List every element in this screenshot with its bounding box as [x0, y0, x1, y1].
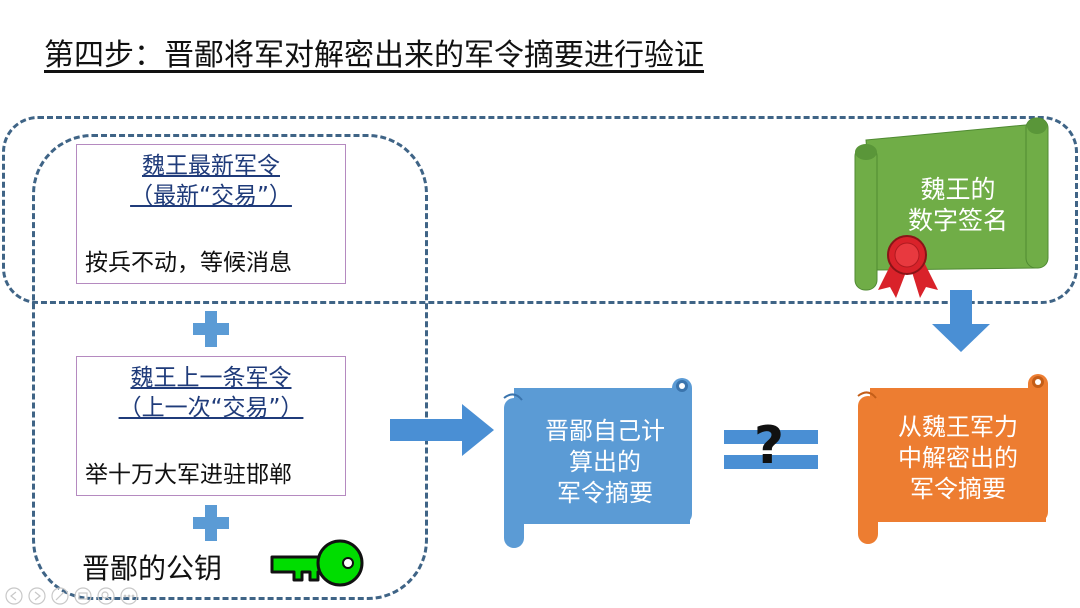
plus-icon [193, 311, 229, 347]
latest-order-box: 魏王最新军令 （最新“交易”） 按兵不动，等候消息 [76, 144, 346, 284]
signature-label: 魏王的 数字签名 [907, 175, 1008, 235]
question-mark: ? [753, 416, 785, 476]
page-title: 第四步：晋鄙将军对解密出来的军令摘要进行验证 [44, 38, 704, 73]
public-key-label: 晋鄙的公钥 [82, 552, 223, 585]
decrypted-digest-scroll-icon [857, 374, 1048, 544]
plus-icon [193, 505, 229, 541]
seal-ribbon-icon [878, 235, 938, 298]
previous-order-box: 魏王上一条军令 （上一次“交易”） 举十万大军进驻邯郸 [76, 356, 346, 496]
signature-group-frame [2, 116, 1078, 304]
arrow-down-icon [932, 290, 990, 352]
computed-digest-scroll-icon [503, 378, 692, 548]
key-icon [270, 539, 364, 587]
slides-icon[interactable] [74, 587, 92, 605]
slideshow-controls [5, 587, 138, 605]
previous-order-title: 魏王上一条军令 （上一次“交易”） [118, 365, 304, 421]
zoom-icon[interactable] [97, 587, 115, 605]
previous-slide-icon[interactable] [5, 587, 23, 605]
message-group-frame [32, 134, 428, 600]
more-options-icon[interactable] [120, 587, 138, 605]
previous-order-body: 举十万大军进驻邯郸 [85, 462, 292, 488]
pen-icon[interactable] [51, 587, 69, 605]
equals-icon [724, 430, 818, 469]
decrypted-digest-label: 从魏王军力 中解密出的 军令摘要 [898, 413, 1018, 503]
next-slide-icon[interactable] [28, 587, 46, 605]
latest-order-title: 魏王最新军令 （最新“交易”） [130, 153, 292, 209]
signature-scroll-icon [854, 117, 1049, 291]
computed-digest-label: 晋鄙自己计 算出的 军令摘要 [545, 417, 665, 507]
arrow-right-icon [390, 404, 494, 456]
latest-order-body: 按兵不动，等候消息 [85, 250, 292, 276]
